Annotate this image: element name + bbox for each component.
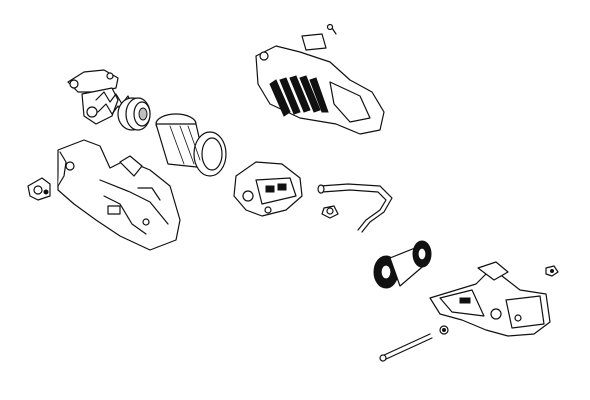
- valve-assembly: [67, 69, 151, 131]
- washer: [439, 325, 449, 335]
- small-clip: [27, 177, 51, 201]
- duct-bellows-cover: [255, 33, 385, 135]
- pump-housing: [57, 139, 181, 251]
- latch-assembly: [233, 161, 303, 217]
- small-screw: [326, 23, 337, 35]
- brush-roller: [373, 240, 432, 289]
- small-nut: [545, 265, 559, 277]
- hose: [317, 183, 393, 233]
- axle-rod: [379, 333, 433, 362]
- base-bracket: [429, 261, 551, 337]
- small-cap: [321, 205, 339, 219]
- filter-cage: [155, 113, 227, 177]
